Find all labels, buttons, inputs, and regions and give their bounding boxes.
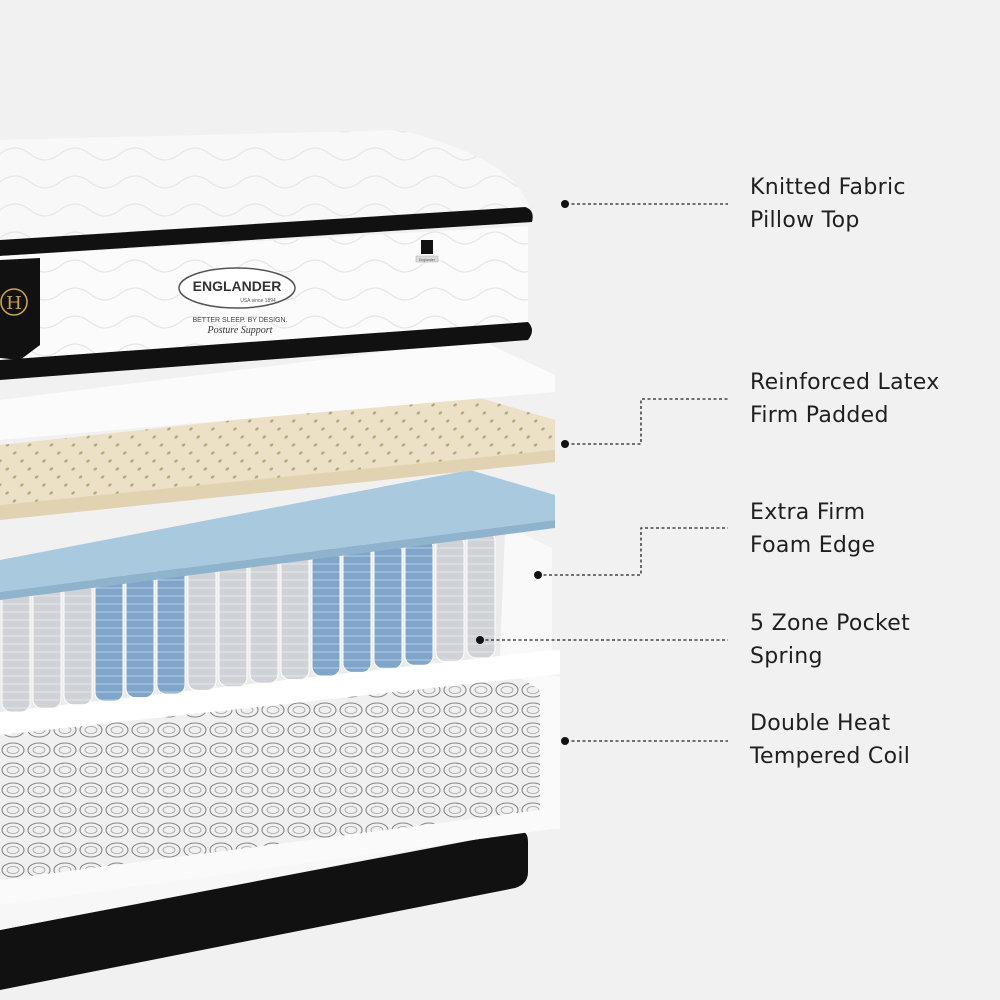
leader-line-latex: [566, 398, 728, 445]
pocket-spring-texture: [64, 573, 92, 705]
pocket-spring-texture: [2, 580, 30, 712]
coil-layer: [0, 668, 560, 905]
label-latex: Reinforced Latex Firm Padded: [750, 366, 940, 432]
leader-line-foam-edge: [538, 527, 728, 576]
crest-letter: H: [6, 293, 22, 314]
latex-layer: [0, 395, 555, 520]
crest-banner: [0, 258, 40, 360]
label-coil: Double Heat Tempered Coil: [750, 707, 910, 773]
label-pillow-top-line-1: Knitted Fabric: [750, 175, 906, 200]
pocket-spring-texture: [405, 538, 433, 666]
label-latex-line-1: Reinforced Latex: [750, 370, 940, 395]
pocket-spring-texture: [95, 570, 123, 702]
label-foam-edge-line-2: Foam Edge: [750, 533, 876, 558]
pocket-spring-texture: [188, 560, 216, 691]
model-name: Posture Support: [207, 325, 273, 336]
label-pillow-top-line-2: Pillow Top: [750, 208, 860, 233]
brand-logo-text: ENGLANDER: [193, 278, 282, 294]
gel-foam-edge: [0, 520, 555, 600]
label-pocket-spring-line-1: 5 Zone Pocket: [750, 611, 911, 636]
pocket-spring-texture: [312, 548, 340, 676]
pocket-spring-texture: [467, 532, 495, 658]
pocket-spring-texture: [157, 564, 185, 694]
label-latex-line-2: Firm Padded: [750, 403, 889, 428]
gel-foam-layer: [0, 470, 555, 592]
pocket-spring-layer: [0, 528, 552, 713]
pocket-spring-texture: [219, 557, 247, 687]
callout-dots: [476, 200, 569, 745]
callout-dot-foam-edge: [534, 571, 542, 579]
pocket-spring-texture: [343, 544, 371, 673]
callout-dot-pillow-top: [561, 200, 569, 208]
callout-lines: [480, 203, 728, 742]
label-pocket-spring: 5 Zone Pocket Spring: [750, 607, 910, 673]
label-foam-edge-line-1: Extra Firm: [750, 500, 866, 525]
separator-layer: [0, 650, 560, 735]
pocket-spring-texture: [250, 554, 278, 684]
label-pocket-spring-line-2: Spring: [750, 644, 823, 669]
label-foam-edge: Extra Firm Foam Edge: [750, 496, 875, 562]
pocket-spring-texture: [33, 576, 61, 709]
comfort-foam-layer: [0, 340, 555, 440]
brand-logo-subtext: USA since 1894: [240, 298, 276, 304]
brand-tagline: BETTER SLEEP. BY DESIGN.: [192, 317, 287, 324]
callout-dot-latex: [561, 440, 569, 448]
pocket-spring-texture: [436, 535, 464, 662]
pocket-spring-texture: [374, 541, 402, 669]
label-coil-line-1: Double Heat: [750, 711, 891, 736]
pocket-spring-texture: [126, 567, 154, 698]
side-tag: [421, 240, 433, 254]
pocket-spring-texture: [281, 551, 309, 680]
brand-logo-oval: [178, 267, 296, 309]
side-tag-text: Englander: [419, 258, 436, 262]
pillow-top-mattress: H ENGLANDER USA since 1894 BETTER SLEEP.…: [0, 130, 533, 380]
label-pillow-top: Knitted Fabric Pillow Top: [750, 171, 906, 237]
label-coil-line-2: Tempered Coil: [750, 744, 911, 769]
callout-dot-pocket-spring: [476, 636, 484, 644]
callout-dot-coil: [561, 737, 569, 745]
